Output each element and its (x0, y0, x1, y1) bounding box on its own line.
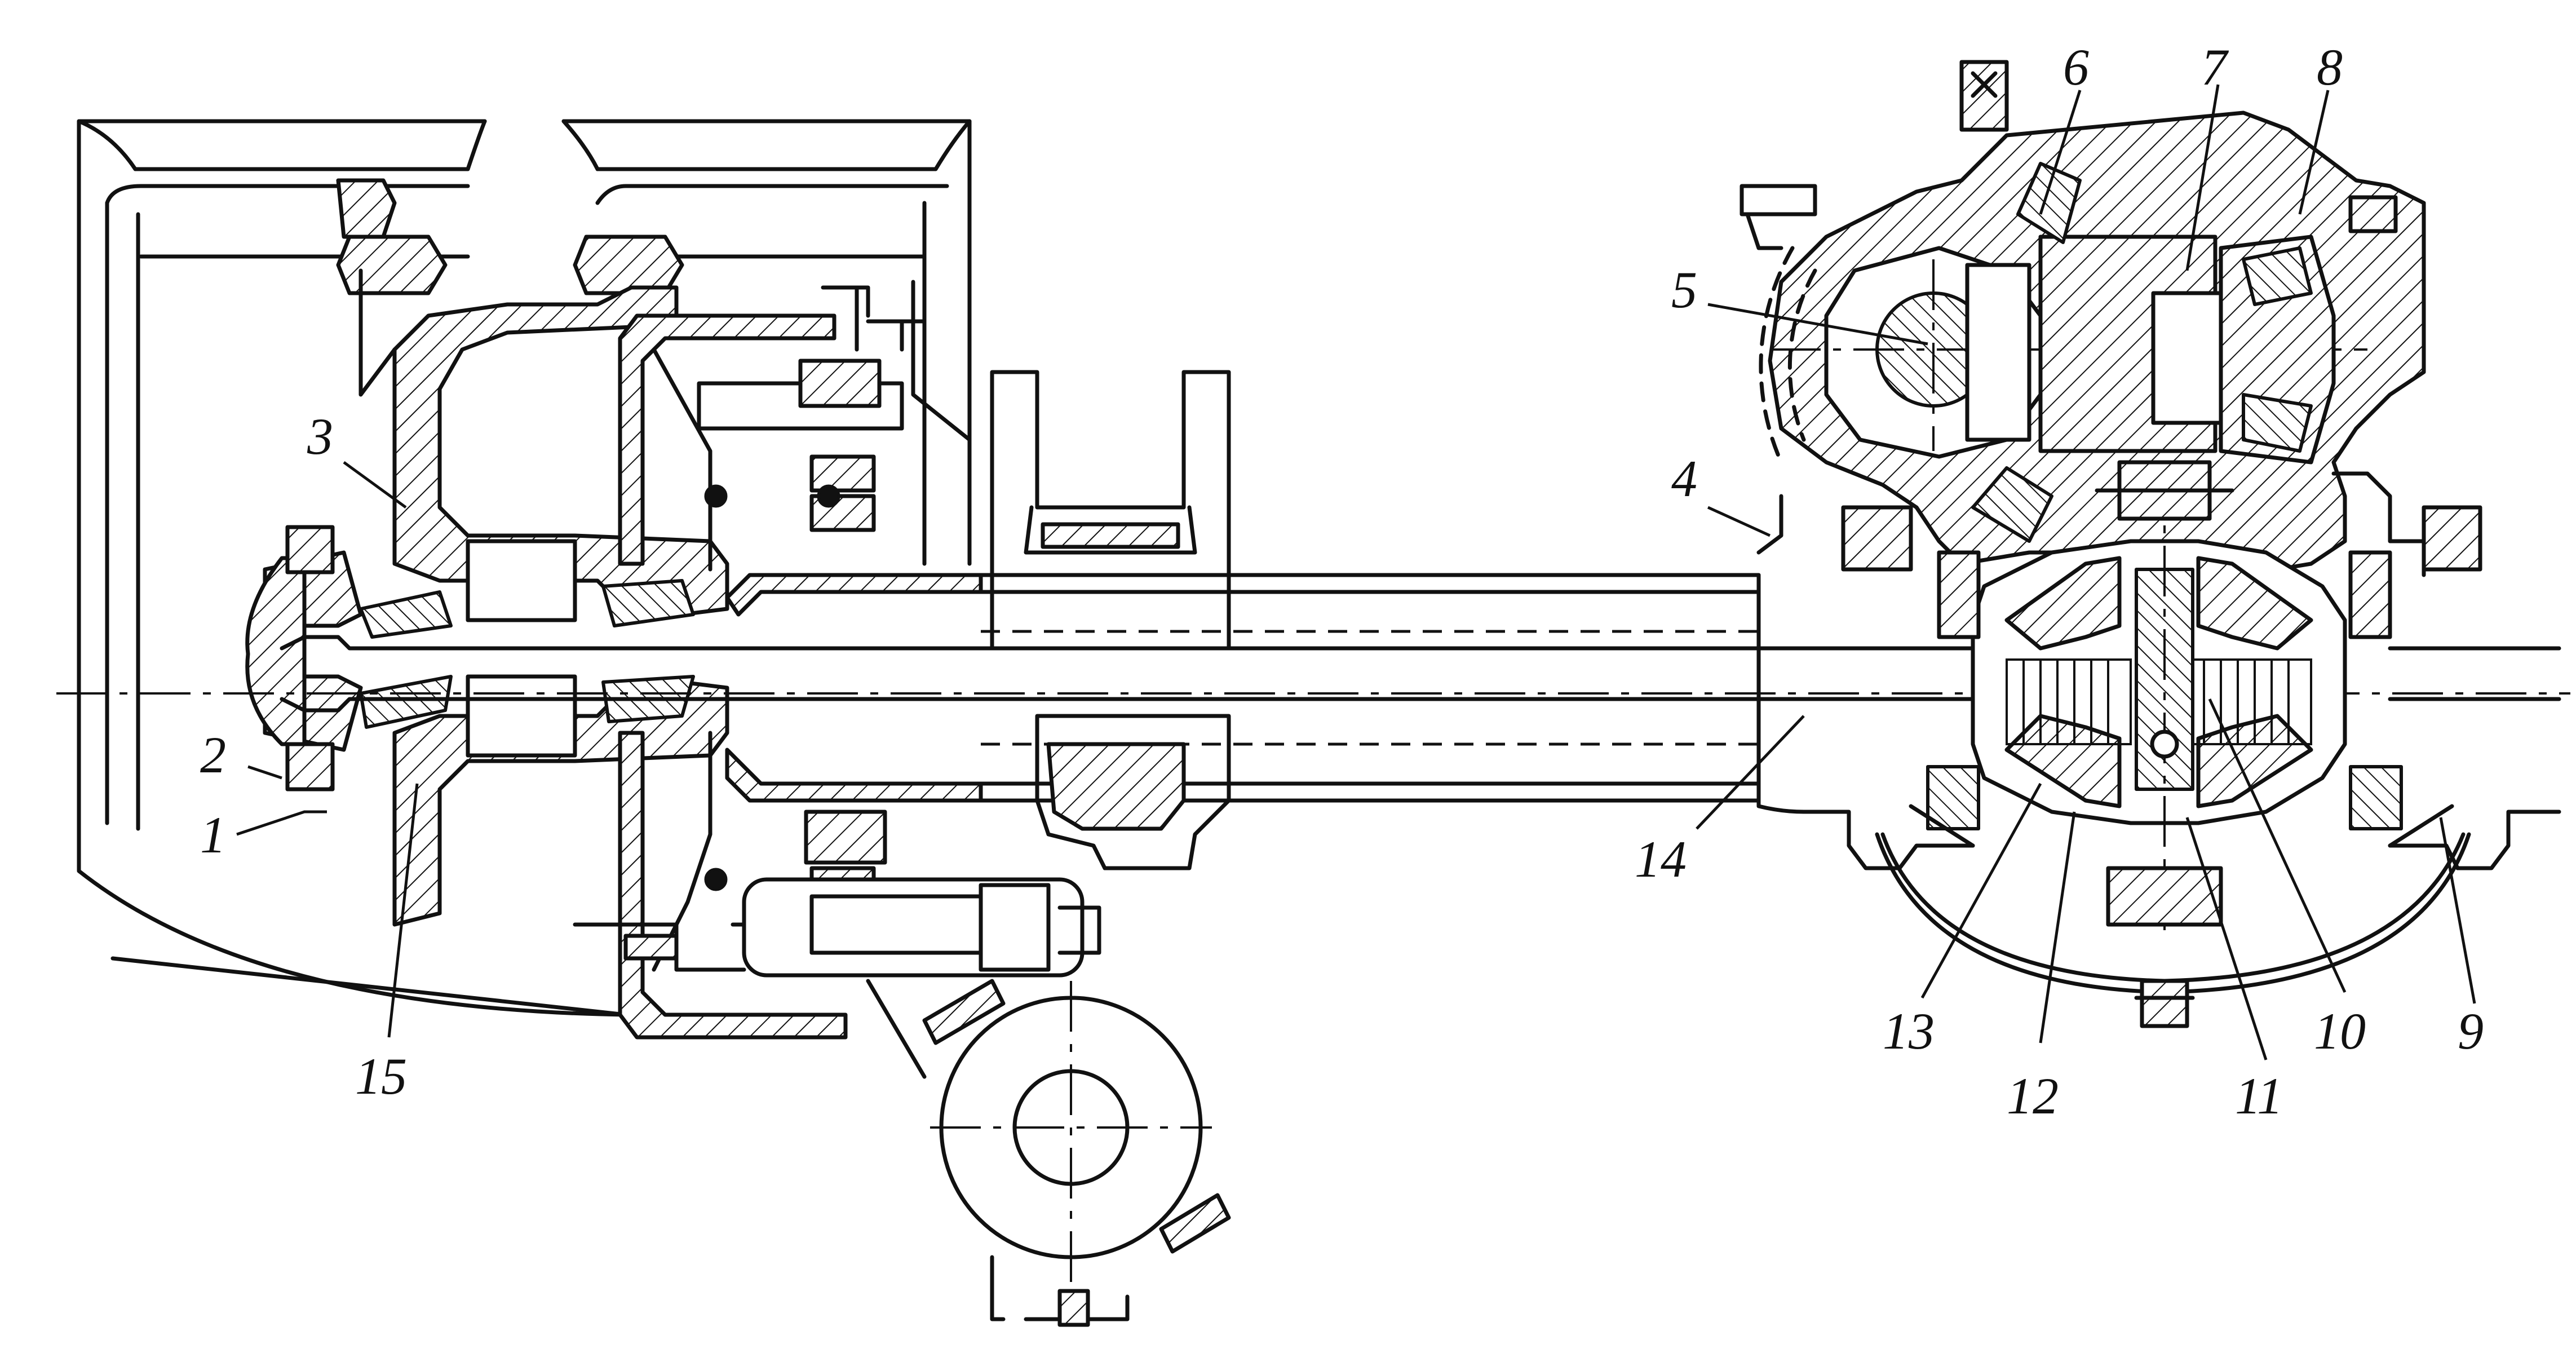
leader-12 (2039, 811, 2076, 1044)
leader-11 (2185, 817, 2268, 1060)
twin-tyres (77, 119, 972, 1017)
callout-labels: 1 2 3 4 5 6 7 8 9 10 11 12 13 14 15 (200, 38, 2484, 1125)
leader-6 (2039, 90, 2082, 215)
callout-8: 8 (2317, 38, 2343, 96)
callout-3: 3 (307, 408, 333, 465)
callout-5: 5 (1671, 261, 1697, 319)
axle-housing (725, 370, 1761, 870)
leader-5 (1707, 303, 1928, 346)
callout-4: 4 (1671, 450, 1697, 507)
brake-chamber (573, 877, 1101, 978)
leader-2 (247, 765, 282, 780)
leader-3 (343, 461, 407, 509)
callout-11: 11 (2235, 1067, 2283, 1125)
leader-8 (2298, 90, 2330, 215)
leader-4 (1707, 506, 1771, 537)
leader-13 (1920, 782, 2042, 999)
leader-15 (387, 783, 419, 1038)
callout-10: 10 (2314, 1002, 2366, 1060)
leader-1 (236, 810, 327, 836)
callout-2: 2 (200, 726, 226, 784)
leader-9 (2439, 817, 2476, 1004)
leader-14 (1696, 715, 1805, 830)
callout-leaders (236, 84, 2476, 1060)
callout-13: 13 (1883, 1002, 1935, 1060)
final-drive-carrier (1740, 60, 2482, 814)
brake-assembly (573, 280, 1231, 1327)
callout-14: 14 (1635, 830, 1687, 888)
callout-15: 15 (355, 1047, 407, 1105)
spring-seat (990, 370, 1231, 870)
differential (1909, 460, 2454, 936)
carrier-cover (1802, 810, 2561, 1028)
callout-1: 1 (200, 806, 226, 864)
wheel-speed-rotor (866, 979, 1231, 1327)
brake-shoe-upper (697, 359, 904, 532)
leader-10 (2208, 698, 2347, 993)
callout-7: 7 (2201, 38, 2229, 96)
callout-6: 6 (2063, 38, 2089, 96)
callout-9: 9 (2458, 1002, 2484, 1060)
leader-7 (2185, 84, 2220, 271)
callout-12: 12 (2007, 1067, 2059, 1125)
